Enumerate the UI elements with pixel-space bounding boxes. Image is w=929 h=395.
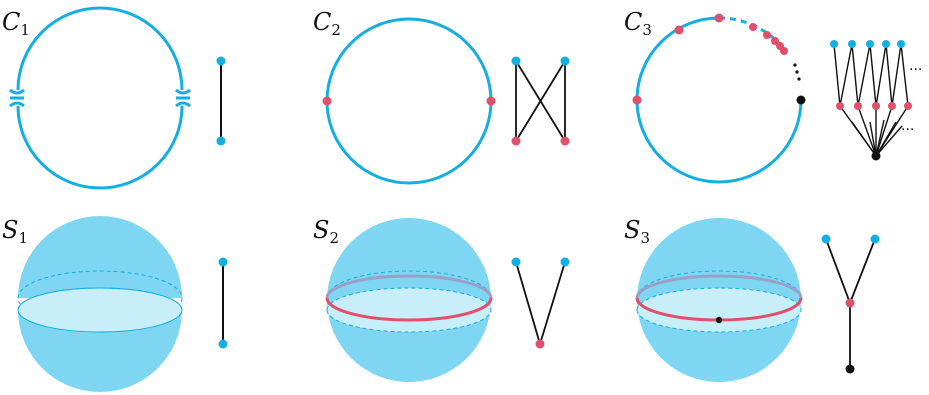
node-blue <box>870 234 880 244</box>
label-S2: S2 <box>313 216 339 247</box>
poset-S1 <box>218 257 228 349</box>
node-blue <box>897 40 905 48</box>
ellipsis-dot <box>793 63 797 67</box>
node-red <box>632 95 642 105</box>
node-red <box>780 47 788 55</box>
node-red <box>763 31 771 39</box>
node-black <box>796 95 806 105</box>
sphere-S3 <box>635 218 803 382</box>
node-black <box>715 316 723 324</box>
circle-C1 <box>9 6 191 190</box>
poset-S3 <box>821 234 880 374</box>
node-blue <box>848 40 856 48</box>
poset-C2 <box>511 56 570 146</box>
ellipsis-dot <box>797 77 801 81</box>
poset-S2 <box>511 257 570 349</box>
circle-C3 <box>632 13 806 184</box>
node-red <box>771 37 779 45</box>
label-C2: C2 <box>313 8 341 39</box>
label-S1: S1 <box>2 216 28 247</box>
node-blue <box>216 56 226 66</box>
node-red <box>854 102 862 110</box>
wall-junction-icon <box>9 88 25 108</box>
node-blue <box>560 257 570 267</box>
node-red <box>511 136 521 146</box>
node-red <box>560 136 570 146</box>
circle-C2 <box>322 17 496 185</box>
node-blue <box>511 56 521 66</box>
node-red <box>674 25 684 35</box>
node-red <box>714 13 724 23</box>
node-blue <box>216 136 226 146</box>
node-red <box>535 339 545 349</box>
node-red <box>904 102 912 110</box>
label-C1: C1 <box>2 8 30 39</box>
node-blue <box>882 40 890 48</box>
node-black <box>871 151 881 161</box>
ellipsis-label: ··· <box>909 62 922 78</box>
node-red <box>749 23 757 31</box>
label-S3: S3 <box>624 216 650 247</box>
node-blue <box>830 40 838 48</box>
sphere-S2 <box>325 218 493 382</box>
node-blue <box>560 56 570 66</box>
node-blue <box>218 339 228 349</box>
sphere-S1 <box>17 216 183 392</box>
node-blue <box>821 234 831 244</box>
wall-junction-icon <box>175 88 191 108</box>
ellipsis-dot <box>795 70 799 74</box>
node-red <box>486 96 496 106</box>
poset-C1 <box>216 56 226 146</box>
ellipsis-label: ··· <box>901 122 914 138</box>
node-blue <box>866 40 874 48</box>
node-blue <box>511 257 521 267</box>
poset-C3: ··· ··· <box>830 40 922 161</box>
node-red <box>836 102 844 110</box>
node-red <box>888 102 896 110</box>
node-red <box>322 96 332 106</box>
node-blue <box>218 257 228 267</box>
node-red <box>845 298 855 308</box>
node-black <box>845 364 855 374</box>
node-red <box>872 102 880 110</box>
label-C3: C3 <box>624 8 652 39</box>
